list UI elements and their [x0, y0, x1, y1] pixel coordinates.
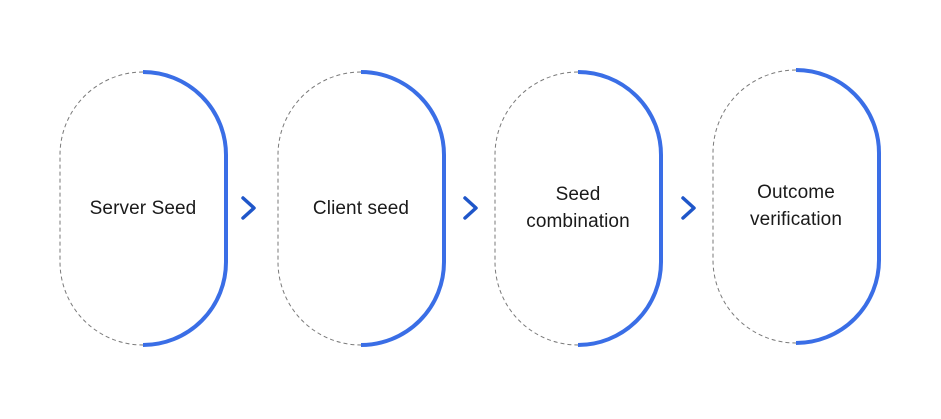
stage-3-shape — [494, 70, 663, 347]
stage-label-client-seed: Client seed — [312, 198, 410, 219]
stage-label-server-seed: Server Seed — [89, 198, 197, 219]
stage-4-shape — [712, 68, 881, 345]
stage-3-accent-arc — [577, 70, 663, 347]
chevron-right-icon — [241, 196, 256, 220]
stage-3-dashed-outline — [494, 71, 579, 346]
stage-1-dashed-outline — [59, 71, 144, 346]
chevron-right-icon — [681, 196, 696, 220]
stage-2-dashed-outline — [277, 71, 362, 346]
stage-1-accent-arc — [142, 70, 228, 347]
stage-1-shape — [59, 70, 228, 347]
chevron-right-icon — [463, 196, 478, 220]
stage-label-seed-combination: Seed combination — [526, 184, 630, 232]
stage-4-dashed-outline — [712, 69, 797, 344]
stage-label-outcome-verification: Outcome verification — [749, 182, 843, 230]
stage-2-accent-arc — [360, 70, 446, 347]
stage-4-accent-arc — [795, 68, 881, 345]
stage-2-shape — [277, 70, 446, 347]
